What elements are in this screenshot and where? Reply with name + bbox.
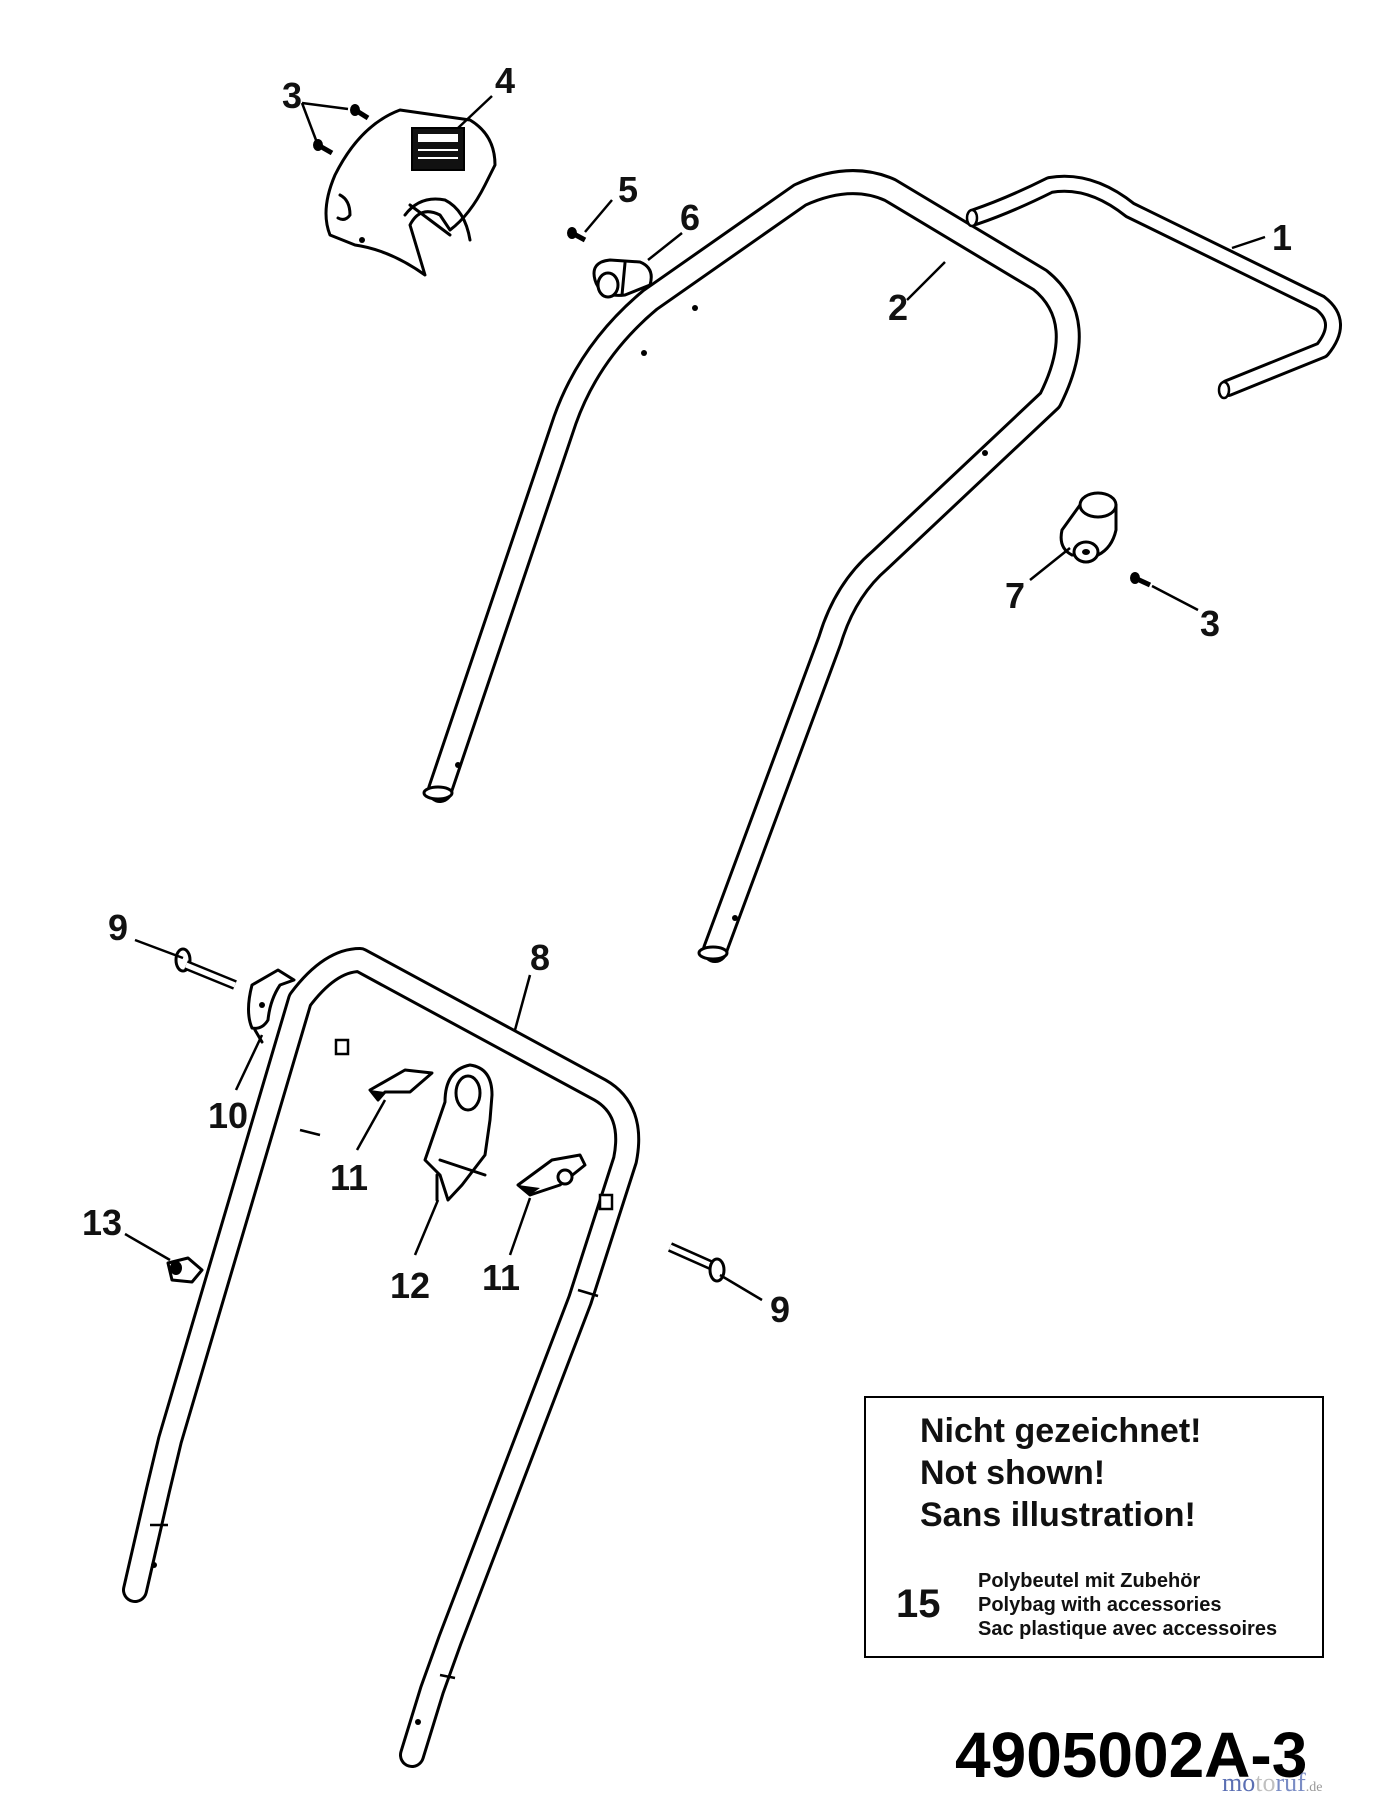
callout-11-left: 11 [330,1157,368,1198]
callout-labels: 1 2 3 4 5 6 7 3 8 9 10 11 12 11 13 9 [82,60,1292,1330]
diagram-code: 4905002A-3 [955,1719,1308,1791]
lever-part-11-left [368,1068,434,1102]
watermark-part-3: ruf [1275,1768,1306,1797]
callout-1: 1 [1272,217,1292,258]
watermark-part-1: mo [1222,1768,1256,1797]
callout-8: 8 [530,937,550,978]
screw-part-3-right [1130,572,1152,588]
callout-2: 2 [888,287,908,328]
screw-part-3-upper-b [313,139,334,156]
screw-part-5 [567,227,587,243]
bail-bar-part-1 [965,174,1342,400]
not-shown-heading-en: Not shown! [920,1454,1106,1492]
leader-lines [124,95,1266,1302]
not-shown-heading-de: Nicht gezeichnet! [920,1412,1202,1450]
screw-part-3-upper-a [350,104,370,121]
cable-clip-part-6 [592,258,653,299]
callout-11-right: 11 [482,1257,520,1298]
callout-7: 7 [1005,575,1025,616]
callout-9-right: 9 [770,1289,790,1330]
callout-9-left: 9 [108,907,128,948]
watermark-part-2: to [1255,1768,1276,1797]
watermark: motoruf.de [1222,1768,1323,1798]
not-shown-item-de: Polybeutel mit Zubehör [978,1570,1201,1592]
not-shown-item-number: 15 [896,1582,941,1626]
bolt-part-9-right [667,1242,726,1283]
callout-10: 10 [208,1095,248,1136]
callout-3-right: 3 [1200,603,1220,644]
callout-3-upper: 3 [282,75,302,116]
callout-13: 13 [82,1202,122,1243]
clamp-part-7 [1059,491,1118,564]
callout-5: 5 [618,169,638,210]
switch-housing-part-4 [324,108,497,277]
not-shown-box: Nicht gezeichnet! Not shown! Sans illust… [864,1396,1324,1658]
callout-6: 6 [680,197,700,238]
clip-part-13 [166,1256,204,1284]
not-shown-heading-fr: Sans illustration! [920,1496,1196,1534]
watermark-suffix: .de [1305,1780,1323,1795]
lower-handle-part-8 [122,947,641,1768]
upper-handle-part-2 [422,169,1081,963]
lever-part-11-right [516,1153,587,1197]
cable-bracket-part-12 [423,1063,494,1202]
not-shown-item-en: Polybag with accessories [978,1594,1222,1616]
bolt-part-9-left [174,947,237,990]
callout-4: 4 [495,60,515,101]
not-shown-item-fr: Sac plastique avec accessoires [978,1618,1278,1640]
callout-12: 12 [390,1265,430,1306]
